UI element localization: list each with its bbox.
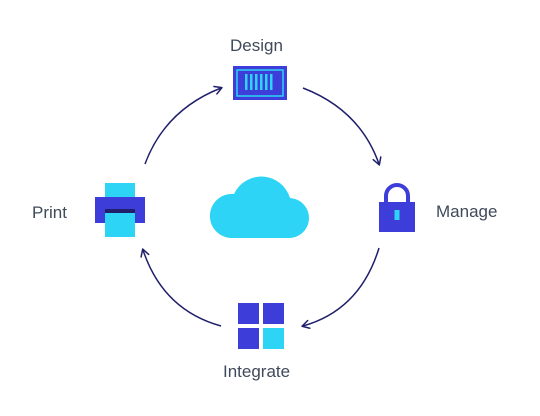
- design-label: Design: [230, 36, 283, 55]
- arrow-print-to-design: [144, 85, 223, 165]
- manage-label: Manage: [436, 202, 498, 221]
- cloud-icon: [210, 176, 310, 238]
- arrow-manage-to-integrate: [301, 247, 380, 329]
- print-label: Print: [32, 203, 67, 222]
- tiles-grid-icon: [238, 303, 284, 349]
- padlock-icon: [379, 183, 415, 232]
- integrate-label: Integrate: [223, 362, 291, 381]
- arrow-design-to-manage: [302, 87, 382, 166]
- printer-icon: [95, 183, 145, 237]
- arrow-integrate-to-print: [140, 248, 222, 327]
- barcode-icon: [233, 66, 287, 100]
